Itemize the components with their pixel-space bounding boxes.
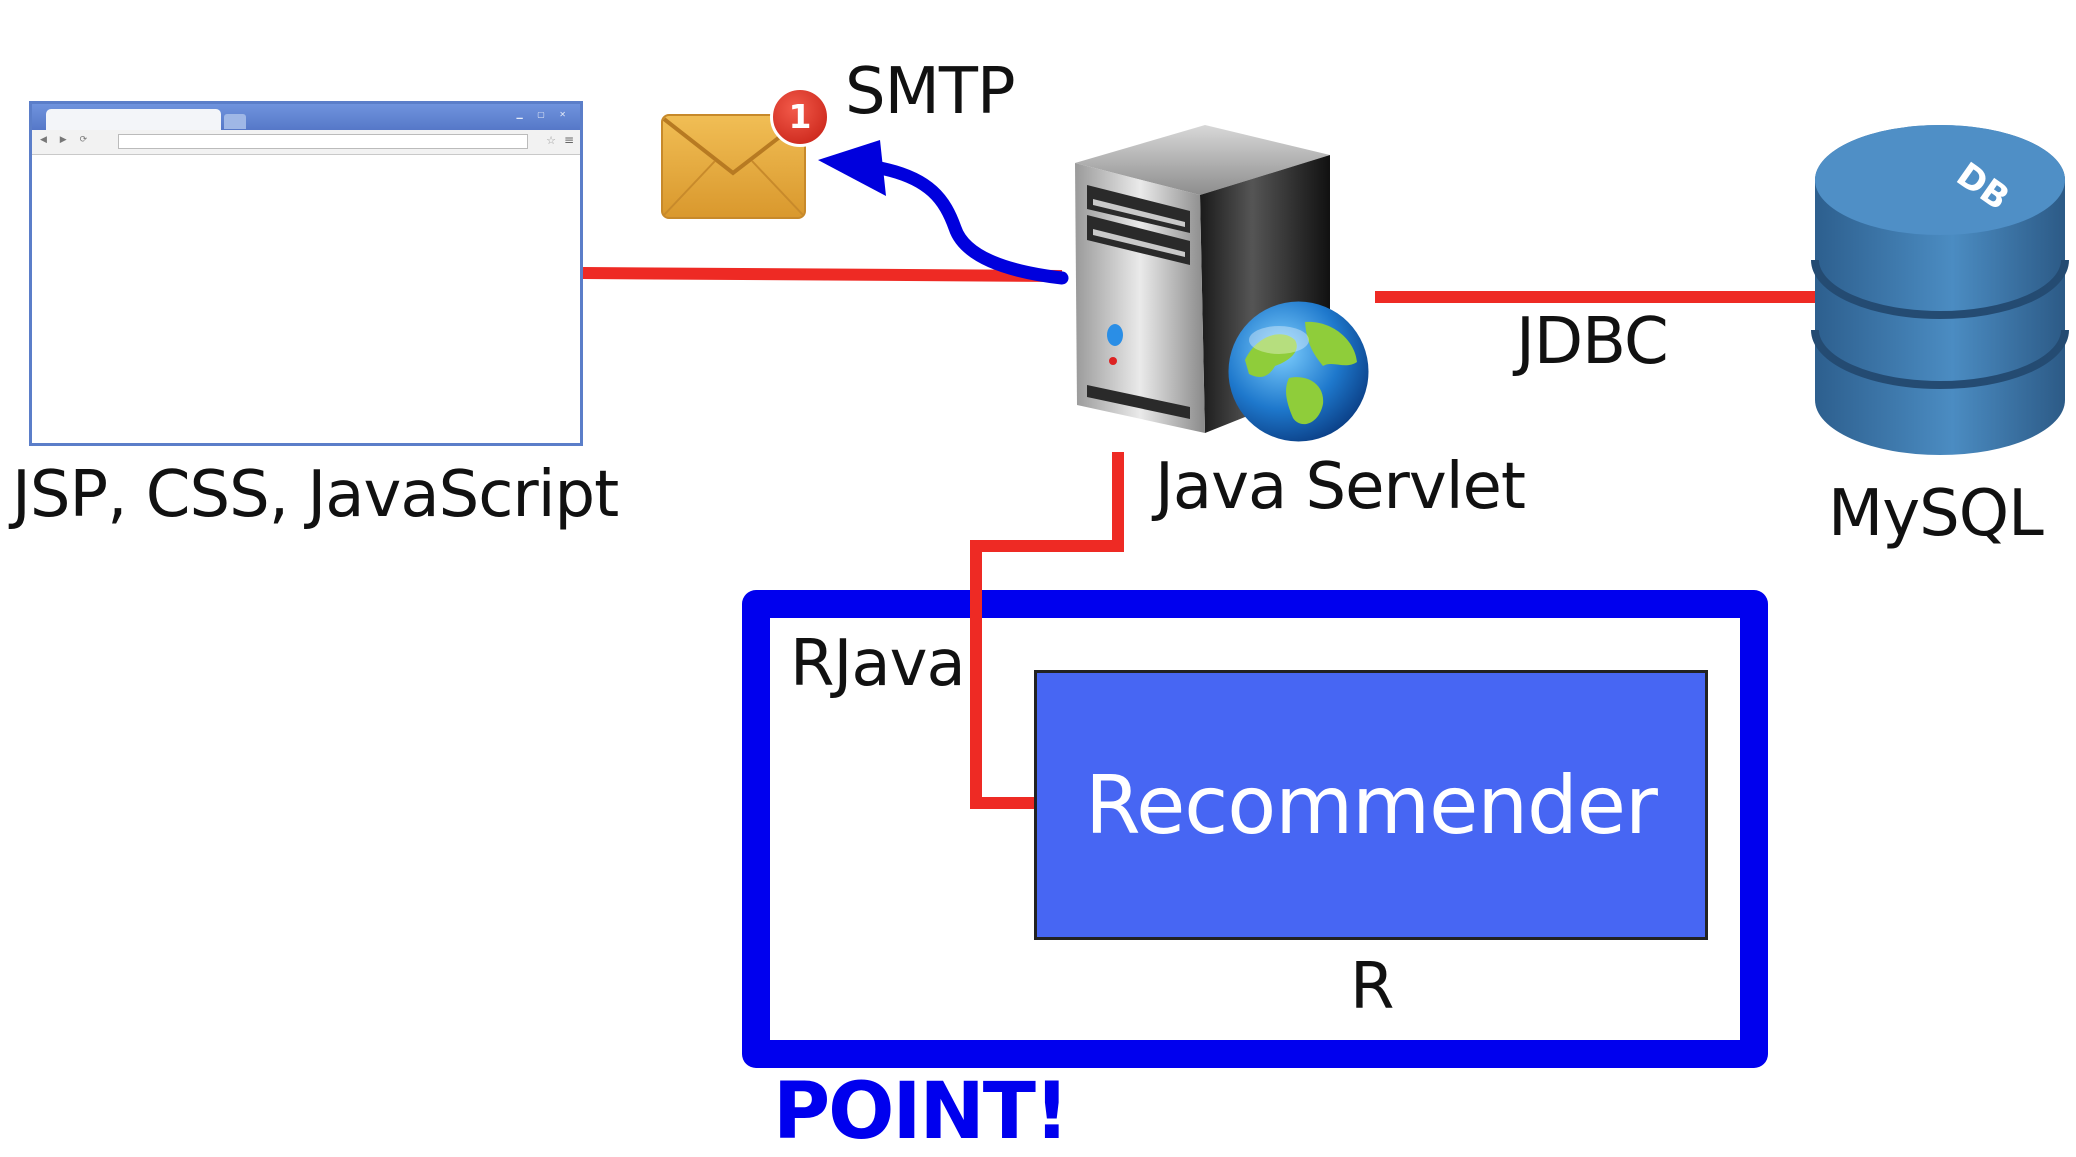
smtp-label: SMTP — [845, 55, 1016, 129]
jdbc-label: JDBC — [1516, 305, 1669, 379]
globe-icon — [1228, 301, 1369, 442]
browser-servlet-connector — [582, 267, 1063, 282]
rjava-label: RJava — [790, 627, 966, 701]
point-label: POINT! — [773, 1067, 1070, 1157]
client-tech-label: JSP, CSS, JavaScript — [12, 458, 619, 532]
envelope-icon — [661, 114, 806, 219]
server-label: Java Servlet — [1155, 450, 1526, 524]
recommender-label: Recommender — [1085, 758, 1658, 852]
mail-count-badge: 1 — [770, 87, 830, 147]
database-label: MySQL — [1828, 477, 2044, 551]
recommender-box: Recommender — [1034, 670, 1708, 940]
browser-window-icon: ▁ ▢ ✕ ◀ ▶ ⟳ ☆ ≡ — [29, 101, 583, 446]
database-icon: DB — [1811, 125, 2069, 455]
r-label: R — [1350, 950, 1394, 1024]
